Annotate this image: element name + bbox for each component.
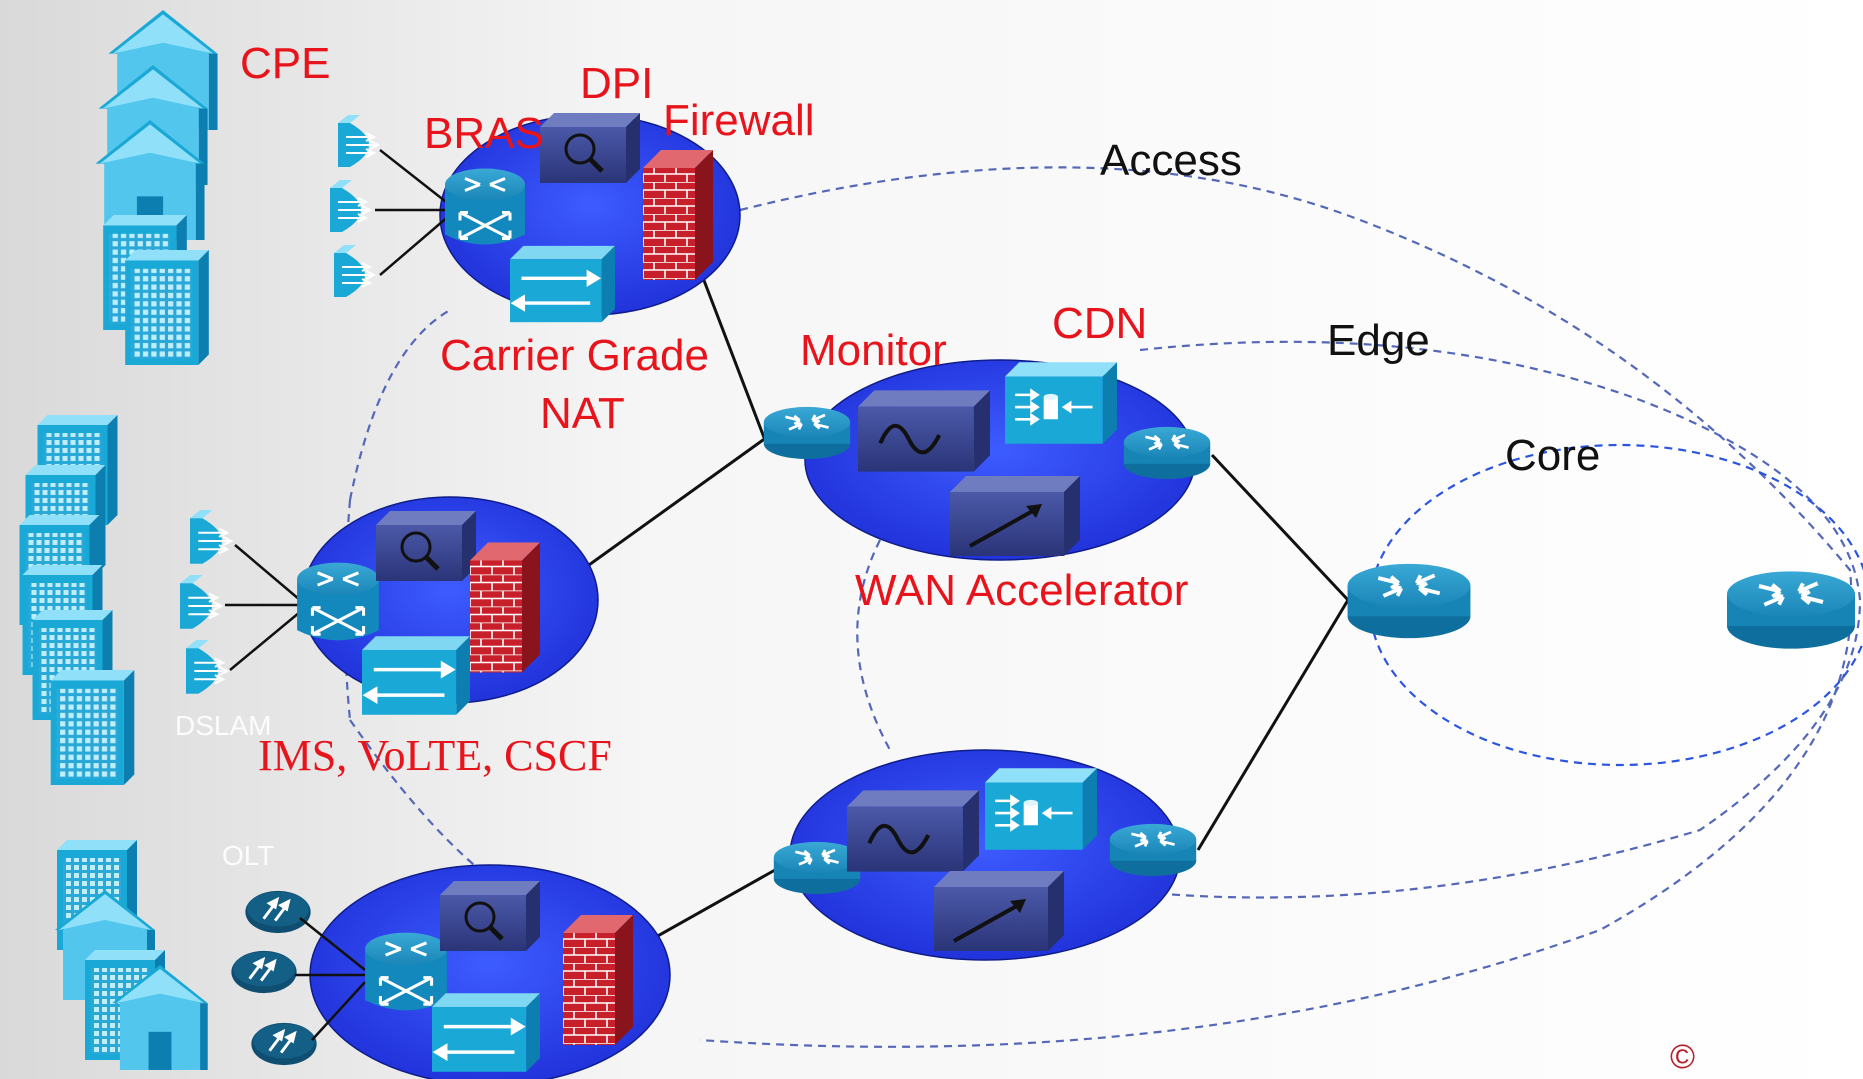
label-nat: NAT [540,389,625,438]
olt-switch-icon [363,930,449,1013]
label-carrier-grade: Carrier Grade [440,331,709,380]
olt-firewall-icon [563,915,633,1045]
label-olt: OLT [222,840,274,871]
label-access: Access [1100,136,1242,185]
ims-firewall-icon [470,542,540,673]
dpi-icon [540,113,640,183]
edge-router-left-icon [762,405,852,461]
cdn2-icon [985,768,1097,850]
label-firewall: Firewall [663,96,815,145]
ims-nat-icon [362,634,470,717]
firewall-icon [643,150,713,280]
label-ims: IMS, VoLTE, CSCF [258,731,612,780]
core-router-right-icon [1727,571,1855,648]
label-cpe: CPE [240,39,330,88]
nat-icon [510,244,615,324]
edge-ring [856,340,1862,899]
copyright-mark: © [1670,1038,1695,1076]
ims-switch-icon [295,560,381,643]
label-core: Core [1505,431,1600,480]
wan-accelerator-icon [950,476,1080,556]
bras-switch-icon [443,166,527,247]
label-edge: Edge [1327,316,1430,365]
edge-router-right-icon [1122,425,1212,481]
ims-dpi-icon [376,511,476,581]
monitor-icon [858,390,990,471]
label-bras: BRAS [424,109,544,158]
core-router-left-icon [1345,562,1473,640]
label-dslam: DSLAM [175,710,271,741]
label-monitor: Monitor [800,326,947,375]
links [574,269,1350,962]
olt-nat-icon [432,991,540,1074]
wan2-icon [934,871,1064,951]
label-wan-accelerator: WAN Accelerator [855,566,1188,615]
label-dpi: DPI [580,59,653,108]
edge2-router-right-icon [1108,822,1198,878]
monitor2-icon [847,790,979,871]
olt-dpi-icon [440,881,540,951]
label-cdn: CDN [1052,299,1147,348]
cdn-icon [1005,362,1117,444]
